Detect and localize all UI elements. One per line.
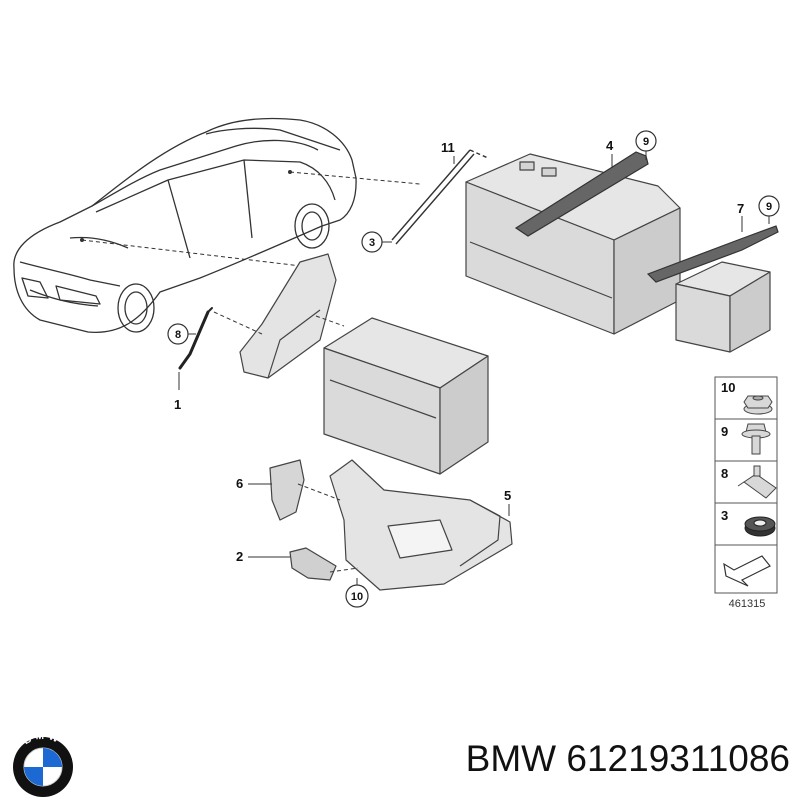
callout-9a: 9 <box>635 130 657 160</box>
small-battery <box>675 261 771 353</box>
bracket-6-leader <box>297 483 341 501</box>
cable-1 <box>178 307 213 370</box>
svg-text:3: 3 <box>369 237 375 249</box>
car-point-rear <box>288 170 292 174</box>
callout-9b: 9 <box>758 195 780 224</box>
callout-8: 8 <box>167 323 196 345</box>
svg-text:11: 11 <box>441 140 455 155</box>
legend-row-2: 9 <box>721 423 771 455</box>
car-leader-lines <box>81 171 421 269</box>
hold-down-strap-7 <box>646 225 779 283</box>
callout-2: 2 <box>236 549 290 564</box>
svg-text:3: 3 <box>721 508 728 523</box>
svg-text:9: 9 <box>766 201 772 213</box>
svg-text:1: 1 <box>174 397 181 412</box>
part-2 <box>289 547 337 581</box>
pointer-arrow-icon <box>723 555 771 587</box>
callout-10: 10 <box>345 578 369 608</box>
svg-text:9: 9 <box>643 136 649 148</box>
bracket-6 <box>269 459 305 521</box>
callout-4: 4 <box>606 138 614 168</box>
svg-text:10: 10 <box>721 380 735 395</box>
bmw-logo: BMW <box>13 731 73 797</box>
battery-tray-5 <box>329 459 513 591</box>
cable-1-leader <box>213 311 263 335</box>
svg-text:9: 9 <box>721 424 728 439</box>
large-battery <box>465 153 681 335</box>
callout-1: 1 <box>174 372 181 412</box>
callout-3: 3 <box>361 231 392 253</box>
part-number: 61219311086 <box>566 738 790 779</box>
mounting-bracket <box>239 253 337 379</box>
part-2-leader <box>329 567 359 573</box>
svg-text:4: 4 <box>606 138 614 153</box>
brand-name: BMW <box>465 738 557 779</box>
svg-text:7: 7 <box>737 201 744 216</box>
svg-text:6: 6 <box>236 476 243 491</box>
legend-row-3: 8 <box>721 465 777 499</box>
car-outline <box>13 117 357 334</box>
part-caption: BMW 61219311086 <box>380 738 790 780</box>
hold-down-strap-4 <box>514 151 649 237</box>
front-battery <box>323 317 489 475</box>
cable-11 <box>391 149 489 245</box>
cable-clamp-icon <box>737 465 777 499</box>
callout-11: 11 <box>441 140 455 164</box>
diagram-ref-number: 461315 <box>729 598 766 610</box>
callout-7: 7 <box>737 201 744 232</box>
svg-text:10: 10 <box>351 591 363 603</box>
legend-row-4: 3 <box>721 508 776 537</box>
svg-text:2: 2 <box>236 549 243 564</box>
front-battery-leader <box>315 315 345 327</box>
car-point-front <box>80 238 84 242</box>
svg-text:8: 8 <box>175 329 181 341</box>
svg-text:8: 8 <box>721 466 728 481</box>
callout-5: 5 <box>504 488 511 516</box>
svg-text:5: 5 <box>504 488 511 503</box>
flange-nut-icon <box>743 395 773 415</box>
grommet-icon <box>744 516 776 537</box>
callout-6: 6 <box>236 476 272 491</box>
legend-row-1: 10 <box>721 380 773 415</box>
flange-bolt-icon <box>741 423 771 455</box>
